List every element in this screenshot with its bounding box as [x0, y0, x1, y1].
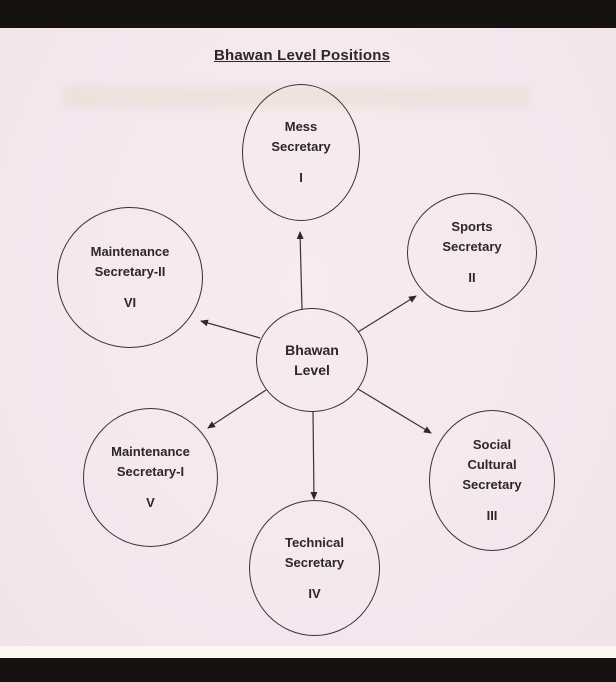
node-label: Technical Secretary	[285, 533, 344, 573]
node-numeral: III	[486, 508, 498, 523]
label-line: Bhawan	[285, 342, 339, 358]
node-social-cultural-secretary: Social Cultural Secretary III	[429, 410, 555, 551]
node-bhawan-level: Bhawan Level	[256, 308, 368, 412]
label-line: Secretary-II	[94, 264, 166, 279]
label-line: Secretary	[284, 554, 345, 570]
label-line: Mess	[284, 119, 318, 134]
node-numeral: IV	[308, 585, 321, 601]
node-technical-secretary: Technical Secretary IV	[249, 500, 380, 636]
node-sports-secretary: Sports Secretary II	[407, 193, 537, 312]
label-line: Maintenance	[90, 244, 170, 259]
arrow-center-to-maintenance2	[200, 319, 261, 339]
label-line: Secretary-I	[116, 464, 185, 479]
node-label: Mess Secretary	[271, 117, 330, 157]
node-maintenance-secretary-1: Maintenance Secretary-I V	[83, 408, 218, 547]
node-label: Bhawan Level	[285, 340, 339, 380]
label-line: Secretary	[271, 139, 331, 154]
node-numeral: II	[468, 270, 476, 285]
label-line: Maintenance	[111, 444, 190, 459]
node-numeral: V	[146, 495, 155, 510]
arrow-center-to-technical	[310, 411, 318, 500]
node-label: Sports Secretary	[442, 217, 501, 257]
page-title: Bhawan Level Positions	[214, 47, 391, 64]
scan-edge-strip	[0, 646, 616, 658]
node-label: Maintenance Secretary-I	[111, 442, 190, 482]
label-line: Social	[472, 437, 512, 452]
arrow-center-to-sports	[357, 295, 417, 333]
arrow-center-to-maintenance1	[207, 389, 267, 429]
label-line: Technical	[284, 534, 344, 550]
node-numeral: I	[299, 170, 303, 185]
label-line: Cultural	[467, 457, 517, 472]
node-maintenance-secretary-2: Maintenance Secretary-II VI	[57, 207, 203, 348]
node-label: Social Cultural Secretary	[462, 435, 521, 495]
node-numeral: VI	[123, 295, 137, 310]
scan-edge-bottom	[0, 658, 616, 682]
arrow-center-to-mess	[296, 231, 304, 310]
arrow-center-to-social	[357, 388, 432, 434]
scan-edge-top	[0, 0, 616, 28]
label-line: Secretary	[462, 477, 522, 492]
node-mess-secretary: Mess Secretary I	[242, 84, 360, 221]
label-line: Secretary	[442, 239, 502, 254]
label-line: Level	[294, 362, 330, 378]
node-label: Maintenance Secretary-II	[91, 242, 170, 282]
label-line: Sports	[451, 219, 493, 234]
